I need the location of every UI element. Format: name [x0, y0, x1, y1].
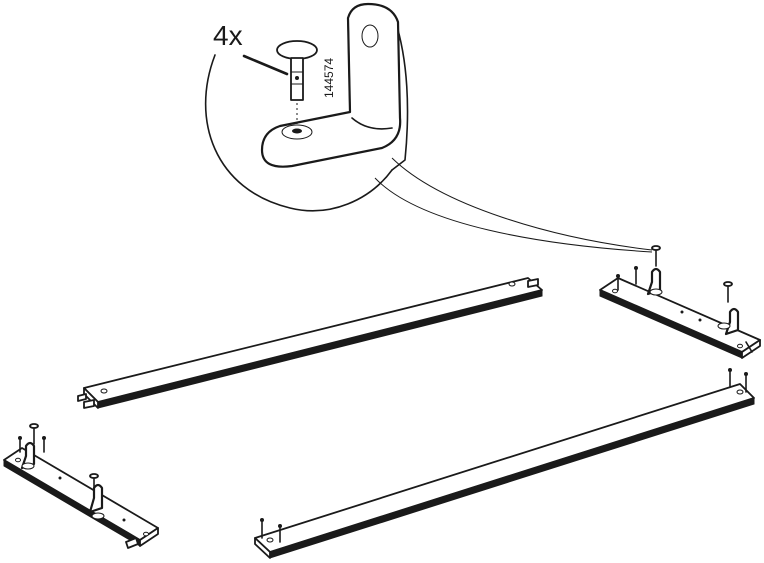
l-bracket	[260, 2, 402, 168]
callout-pointer-lower	[391, 157, 653, 251]
long-rail-upper	[77, 277, 543, 409]
rail-edge	[97, 289, 543, 409]
dowel	[83, 399, 95, 409]
detail-callout: 4x 144574	[204, 2, 653, 253]
bracket-hole-top	[361, 24, 379, 48]
end-panel-right	[599, 245, 761, 359]
callout-pointer-upper	[374, 177, 653, 253]
quantity-leader	[242, 54, 289, 76]
quantity-label: 4x	[213, 20, 243, 51]
part-number: 144574	[322, 58, 336, 98]
cam-head	[276, 40, 318, 60]
wooden-pins	[260, 368, 748, 543]
mini-bracket	[646, 267, 662, 296]
cam-lock-fitting	[276, 40, 318, 124]
callout-circle-left	[204, 54, 393, 212]
long-rail-lower	[254, 368, 755, 559]
end-panel-left	[3, 423, 159, 549]
